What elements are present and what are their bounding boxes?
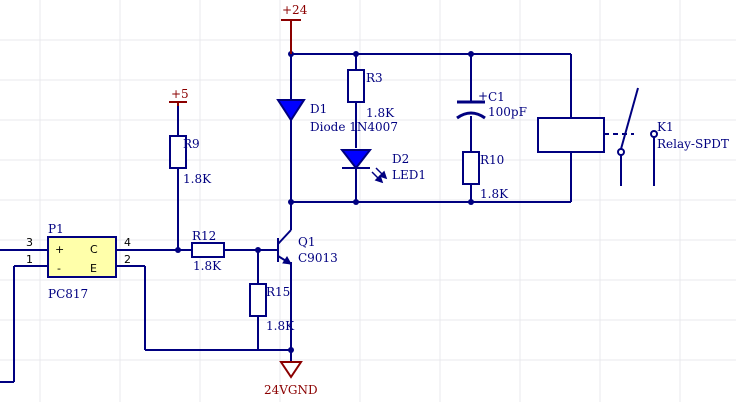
r9-designator: R9 xyxy=(183,137,200,151)
opto-designator: P1 xyxy=(48,222,64,236)
r15-value: 1.8K xyxy=(266,319,295,333)
d2-part: LED1 xyxy=(392,168,426,182)
q1-part: C9013 xyxy=(298,251,338,265)
opto-e: E xyxy=(90,262,97,275)
opto-pin3: 3 xyxy=(26,236,33,249)
r15-designator: R15 xyxy=(266,285,290,299)
k1-designator: K1 xyxy=(657,120,674,134)
r3-value: 1.8K xyxy=(366,106,395,120)
d1-part: Diode 1N4007 xyxy=(310,120,398,134)
d2-designator: D2 xyxy=(392,152,409,166)
opto-pin4: 4 xyxy=(124,236,131,249)
opto-c: C xyxy=(90,243,98,256)
transistor-q1 xyxy=(277,228,292,265)
power-24v: +24 xyxy=(281,3,308,54)
led-emission-arrows-icon xyxy=(371,167,388,184)
opto-minus: - xyxy=(57,262,61,275)
relay-k1: K1 Relay-SPDT xyxy=(537,87,729,186)
k1-part: Relay-SPDT xyxy=(657,137,729,151)
r3-designator: R3 xyxy=(366,71,383,85)
resistor-r3: R3 1.8K xyxy=(347,69,395,120)
power-5v: +5 xyxy=(169,87,189,106)
capacitor-c1: + C1 100pF xyxy=(456,89,527,120)
r12-designator: R12 xyxy=(192,229,216,243)
optocoupler-p1: P1 PC817 + - C E 3 1 4 2 xyxy=(26,222,131,301)
resistor-r12: R12 1.8K xyxy=(191,229,225,273)
opto-pin1: 1 xyxy=(26,253,33,266)
c1-designator: C1 xyxy=(488,90,505,104)
ground-label: 24VGND xyxy=(264,383,318,397)
power-24v-label: +24 xyxy=(282,3,308,17)
ground-symbol: 24VGND xyxy=(264,361,318,397)
d1-designator: D1 xyxy=(310,102,327,116)
junctions xyxy=(175,51,474,353)
q1-designator: Q1 xyxy=(298,235,315,249)
led-d2: D2 LED1 xyxy=(339,149,426,184)
r10-value: 1.8K xyxy=(480,187,509,201)
r9-value: 1.8K xyxy=(183,172,212,186)
opto-pin2: 2 xyxy=(124,253,131,266)
diode-d1: D1 Diode 1N4007 xyxy=(276,99,398,134)
resistor-r9: R9 1.8K xyxy=(169,135,212,186)
resistor-r10: R10 1.8K xyxy=(462,151,509,201)
opto-part: PC817 xyxy=(48,287,88,301)
c1-value: 100pF xyxy=(488,105,527,119)
opto-plus: + xyxy=(55,243,64,256)
power-5v-label: +5 xyxy=(171,87,189,101)
resistor-r15: R15 1.8K xyxy=(249,283,295,333)
r12-value: 1.8K xyxy=(193,259,222,273)
c1-polarity: + xyxy=(478,89,488,103)
r10-designator: R10 xyxy=(480,153,504,167)
